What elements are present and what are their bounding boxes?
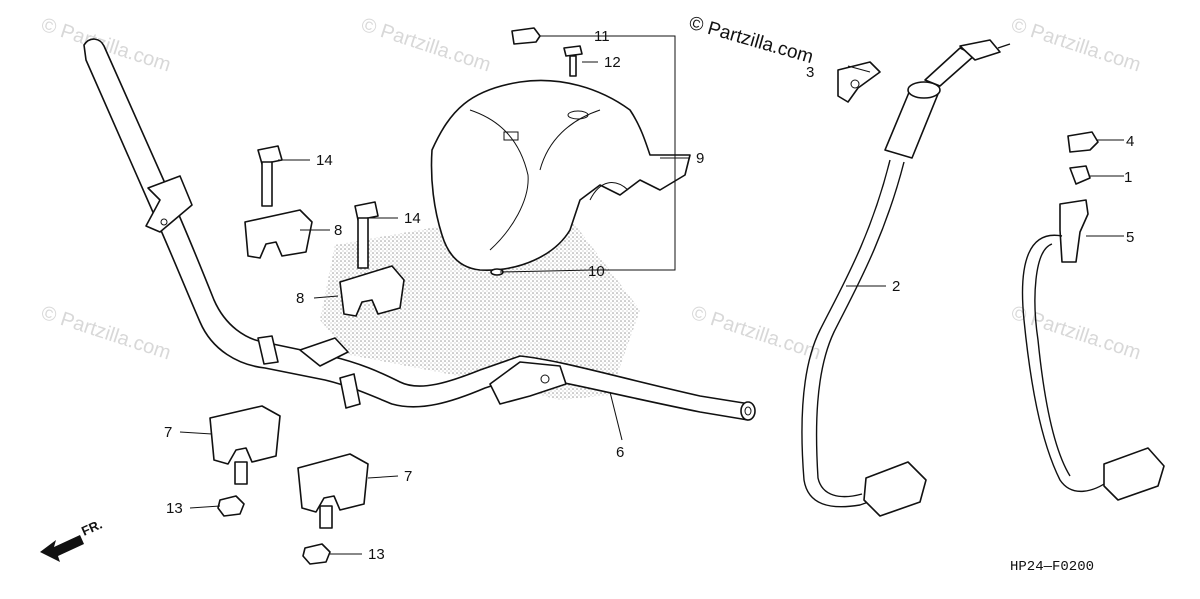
callout-7: 7 <box>404 468 412 485</box>
bulb-part <box>1069 165 1091 185</box>
watermark: © Partzilla.com <box>688 302 823 365</box>
switch-housing <box>1059 199 1089 263</box>
leader-lines <box>179 35 1124 555</box>
nut-part <box>302 543 331 565</box>
lower-holder <box>209 405 281 485</box>
ignition-harness <box>801 159 891 508</box>
callout-14: 14 <box>316 152 333 169</box>
upper-holder <box>244 209 313 259</box>
cover-cap <box>511 27 541 45</box>
switch-harness <box>1021 234 1111 493</box>
callout-10: 10 <box>588 263 605 280</box>
handlebar <box>83 38 756 421</box>
callout-12: 12 <box>604 54 621 71</box>
front-direction-arrow: FR. <box>40 517 104 562</box>
callout-7: 7 <box>164 424 172 441</box>
callout-13: 13 <box>368 546 385 563</box>
callout-5: 5 <box>1126 229 1134 246</box>
callout-8: 8 <box>296 290 304 307</box>
callout-6: 6 <box>616 444 624 461</box>
bolt-part <box>257 145 283 207</box>
nut-part <box>217 495 245 517</box>
callout-13: 13 <box>166 500 183 517</box>
upper-holder <box>339 265 405 317</box>
callout-14: 14 <box>404 210 421 227</box>
callout-4: 4 <box>1126 133 1134 150</box>
diagram-code: HP24—F0200 <box>1010 559 1094 575</box>
harness-connector <box>863 461 927 517</box>
callout-9: 9 <box>696 150 704 167</box>
harness-connector <box>1103 447 1165 501</box>
screw-part <box>563 45 583 77</box>
callout-11: 11 <box>594 28 610 45</box>
watermark: © Partzilla.com <box>358 14 493 77</box>
callout-3: 3 <box>806 64 814 81</box>
watermark: © Partzilla.com <box>1008 14 1143 77</box>
callout-1: 1 <box>1124 169 1132 186</box>
copyright-text: © Partzilla.com <box>687 13 816 68</box>
callout-8: 8 <box>334 222 342 239</box>
direction-label: FR. <box>79 517 104 539</box>
callout-2: 2 <box>892 278 900 295</box>
watermark: © Partzilla.com <box>38 302 173 365</box>
shadow-region <box>320 205 640 400</box>
ignition-switch <box>837 39 1011 159</box>
bolt-part <box>354 201 379 269</box>
callout-labels: 1 2 3 4 5 6 7 7 8 8 9 10 11 12 13 13 14 … <box>164 28 1134 563</box>
arrow-icon <box>40 535 84 562</box>
lower-holder <box>297 453 369 529</box>
handlebar-cover <box>430 79 691 271</box>
switch-cap <box>1067 131 1099 153</box>
